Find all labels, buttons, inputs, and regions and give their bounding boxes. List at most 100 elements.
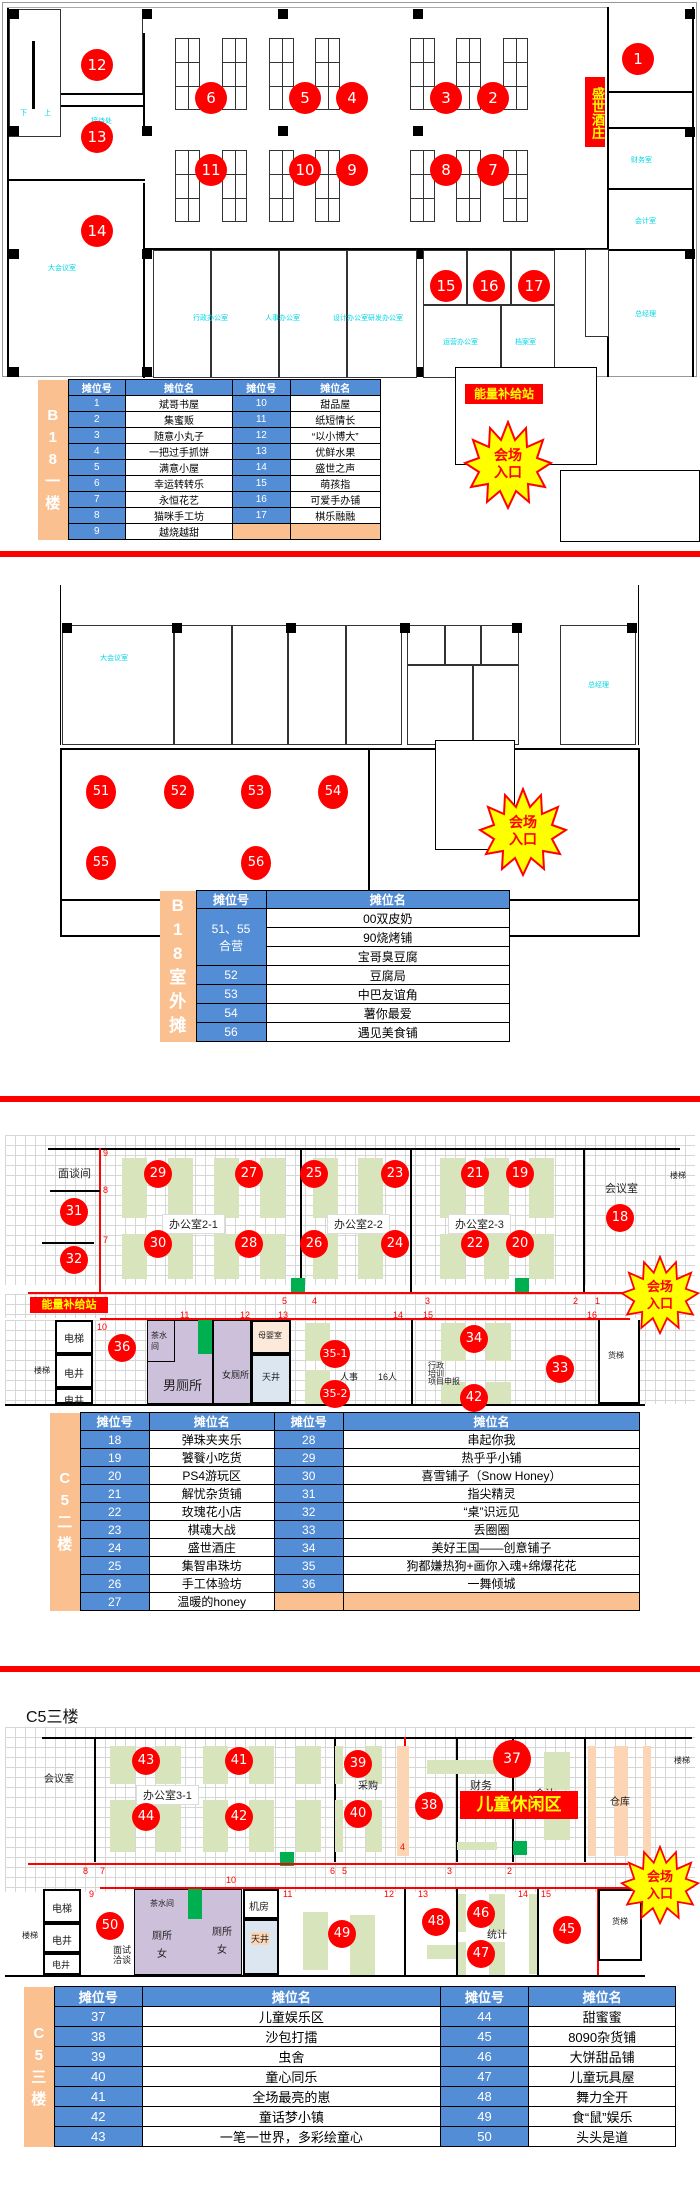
- booth-pin-20[interactable]: 20: [506, 1230, 534, 1258]
- booth-number: 38: [53, 2026, 144, 2047]
- section-divider: [0, 551, 700, 557]
- booth-pin-47[interactable]: 47: [467, 1940, 495, 1968]
- booth-pin-52[interactable]: 52: [164, 775, 194, 809]
- booth-name: 温暖的honey: [148, 1592, 275, 1611]
- room-label-shaft: 电井: [64, 1396, 84, 1407]
- booth-pin-6[interactable]: 6: [195, 82, 227, 114]
- booth-pin-21[interactable]: 21: [461, 1160, 489, 1188]
- booth-pin-12[interactable]: 12: [81, 49, 113, 81]
- booth-pin-54[interactable]: 54: [318, 775, 348, 809]
- booth-name: 甜蜜蜜: [528, 2006, 676, 2027]
- booth-number: 44: [439, 2006, 530, 2027]
- booth-pin-15[interactable]: 15: [430, 270, 462, 302]
- room-label-office-2-1: 办公室2-1: [162, 1214, 225, 1234]
- entrance-starburst: 会场 入口: [620, 1845, 700, 1925]
- booth-pin-7[interactable]: 7: [477, 154, 509, 186]
- floor-title: C5三楼: [26, 1709, 79, 1726]
- booth-pin-30[interactable]: 30: [144, 1230, 172, 1258]
- booth-number: 37: [53, 2006, 144, 2027]
- booth-pin-28[interactable]: 28: [235, 1230, 263, 1258]
- booth-name: 萌孩指: [289, 475, 382, 492]
- booth-pin-39[interactable]: 39: [344, 1750, 372, 1778]
- booth-number: 24: [79, 1538, 150, 1557]
- booth-name: [342, 1592, 641, 1611]
- header-booth-no: 摊位号: [195, 890, 267, 909]
- booth-pin-32[interactable]: 32: [60, 1246, 88, 1274]
- booth-pin-35-1[interactable]: 35-1: [320, 1340, 350, 1368]
- booth-pin-37[interactable]: 37: [493, 1740, 531, 1778]
- booth-pin-2[interactable]: 2: [477, 82, 509, 114]
- booth-number: 12: [231, 427, 291, 444]
- booth-name: 优鲜水果: [289, 443, 382, 460]
- booth-pin-38[interactable]: 38: [415, 1792, 443, 1820]
- booth-pin-9[interactable]: 9: [336, 154, 368, 186]
- b18-outdoor-section: 大会议室 总经理 51 52 53 54 55 56 会场 入口 B 1 8 室…: [0, 560, 700, 1080]
- booth-pin-56[interactable]: 56: [241, 846, 271, 880]
- booth-pin-42[interactable]: 42: [225, 1803, 253, 1831]
- booth-pin-43[interactable]: 43: [132, 1747, 160, 1775]
- booth-pin-33[interactable]: 33: [546, 1355, 574, 1383]
- room-label-shaft: 电井: [52, 1936, 72, 1947]
- room-label-wc: 厕所 女: [212, 1927, 232, 1956]
- room-label-16-people: 16人: [378, 1372, 398, 1382]
- booth-pin-16[interactable]: 16: [473, 270, 505, 302]
- booth-pin-25[interactable]: 25: [300, 1160, 328, 1188]
- booth-pin-42[interactable]: 42: [460, 1384, 488, 1412]
- booth-name: PS4游玩区: [148, 1466, 275, 1485]
- booth-pin-11[interactable]: 11: [195, 154, 227, 186]
- booth-pin-8[interactable]: 8: [430, 154, 462, 186]
- booth-pin-49[interactable]: 49: [328, 1920, 356, 1948]
- booth-pin-46[interactable]: 46: [467, 1900, 495, 1928]
- booth-name: 满意小屋: [125, 459, 233, 476]
- booth-pin-18[interactable]: 18: [606, 1204, 634, 1232]
- booth-pin-31[interactable]: 31: [60, 1198, 88, 1226]
- booth-number: 52: [195, 965, 267, 985]
- booth-pin-4[interactable]: 4: [336, 82, 368, 114]
- shengshi-jiuzhuang-banner: 盛世酒庄: [585, 77, 605, 147]
- booth-pin-22[interactable]: 22: [461, 1230, 489, 1258]
- booth-name: 幸运转转乐: [125, 475, 233, 492]
- booth-pin-19[interactable]: 19: [506, 1160, 534, 1188]
- booth-pin-45[interactable]: 45: [553, 1916, 581, 1944]
- booth-pin-3[interactable]: 3: [430, 82, 462, 114]
- booth-pin-27[interactable]: 27: [235, 1160, 263, 1188]
- booth-pin-41[interactable]: 41: [225, 1747, 253, 1775]
- booth-pin-29[interactable]: 29: [144, 1160, 172, 1188]
- booth-pin-24[interactable]: 24: [381, 1230, 409, 1258]
- booth-number: 42: [53, 2106, 144, 2127]
- booth-name: 喜雪铺子（Snow Honey）: [342, 1466, 641, 1485]
- booth-pin-48[interactable]: 48: [422, 1908, 450, 1936]
- floor-side-label: B 1 8 一 楼: [38, 379, 68, 540]
- booth-pin-23[interactable]: 23: [381, 1160, 409, 1188]
- booth-pin-14[interactable]: 14: [81, 215, 113, 247]
- booth-number: 10: [231, 395, 291, 412]
- booth-pin-5[interactable]: 5: [289, 82, 321, 114]
- booth-pin-1[interactable]: 1: [622, 43, 654, 75]
- booth-name: 头头是道: [528, 2126, 676, 2147]
- booth-number: 5: [67, 459, 127, 476]
- booth-number: 47: [439, 2066, 530, 2087]
- room-label-elevator: 电梯: [64, 1334, 84, 1345]
- booth-pin-50[interactable]: 50: [96, 1912, 124, 1940]
- room-label-office-2-3: 办公室2-3: [448, 1214, 511, 1234]
- floor-side-label: C 5 二 楼: [50, 1412, 80, 1611]
- booth-pin-34[interactable]: 34: [460, 1325, 488, 1353]
- booth-number: 43: [53, 2126, 144, 2147]
- booth-pin-53[interactable]: 53: [241, 775, 271, 809]
- booth-pin-40[interactable]: 40: [344, 1800, 372, 1828]
- booth-pin-17[interactable]: 17: [518, 270, 550, 302]
- booth-pin-26[interactable]: 26: [300, 1230, 328, 1258]
- booth-pin-10[interactable]: 10: [289, 154, 321, 186]
- booth-pin-13[interactable]: 13: [81, 121, 113, 153]
- booth-pin-36[interactable]: 36: [108, 1334, 136, 1362]
- booth-pin-35-2[interactable]: 35-2: [320, 1380, 350, 1408]
- booth-pin-44[interactable]: 44: [132, 1803, 160, 1831]
- booth-pin-51[interactable]: 51: [86, 775, 116, 809]
- booth-pin-55[interactable]: 55: [86, 846, 116, 880]
